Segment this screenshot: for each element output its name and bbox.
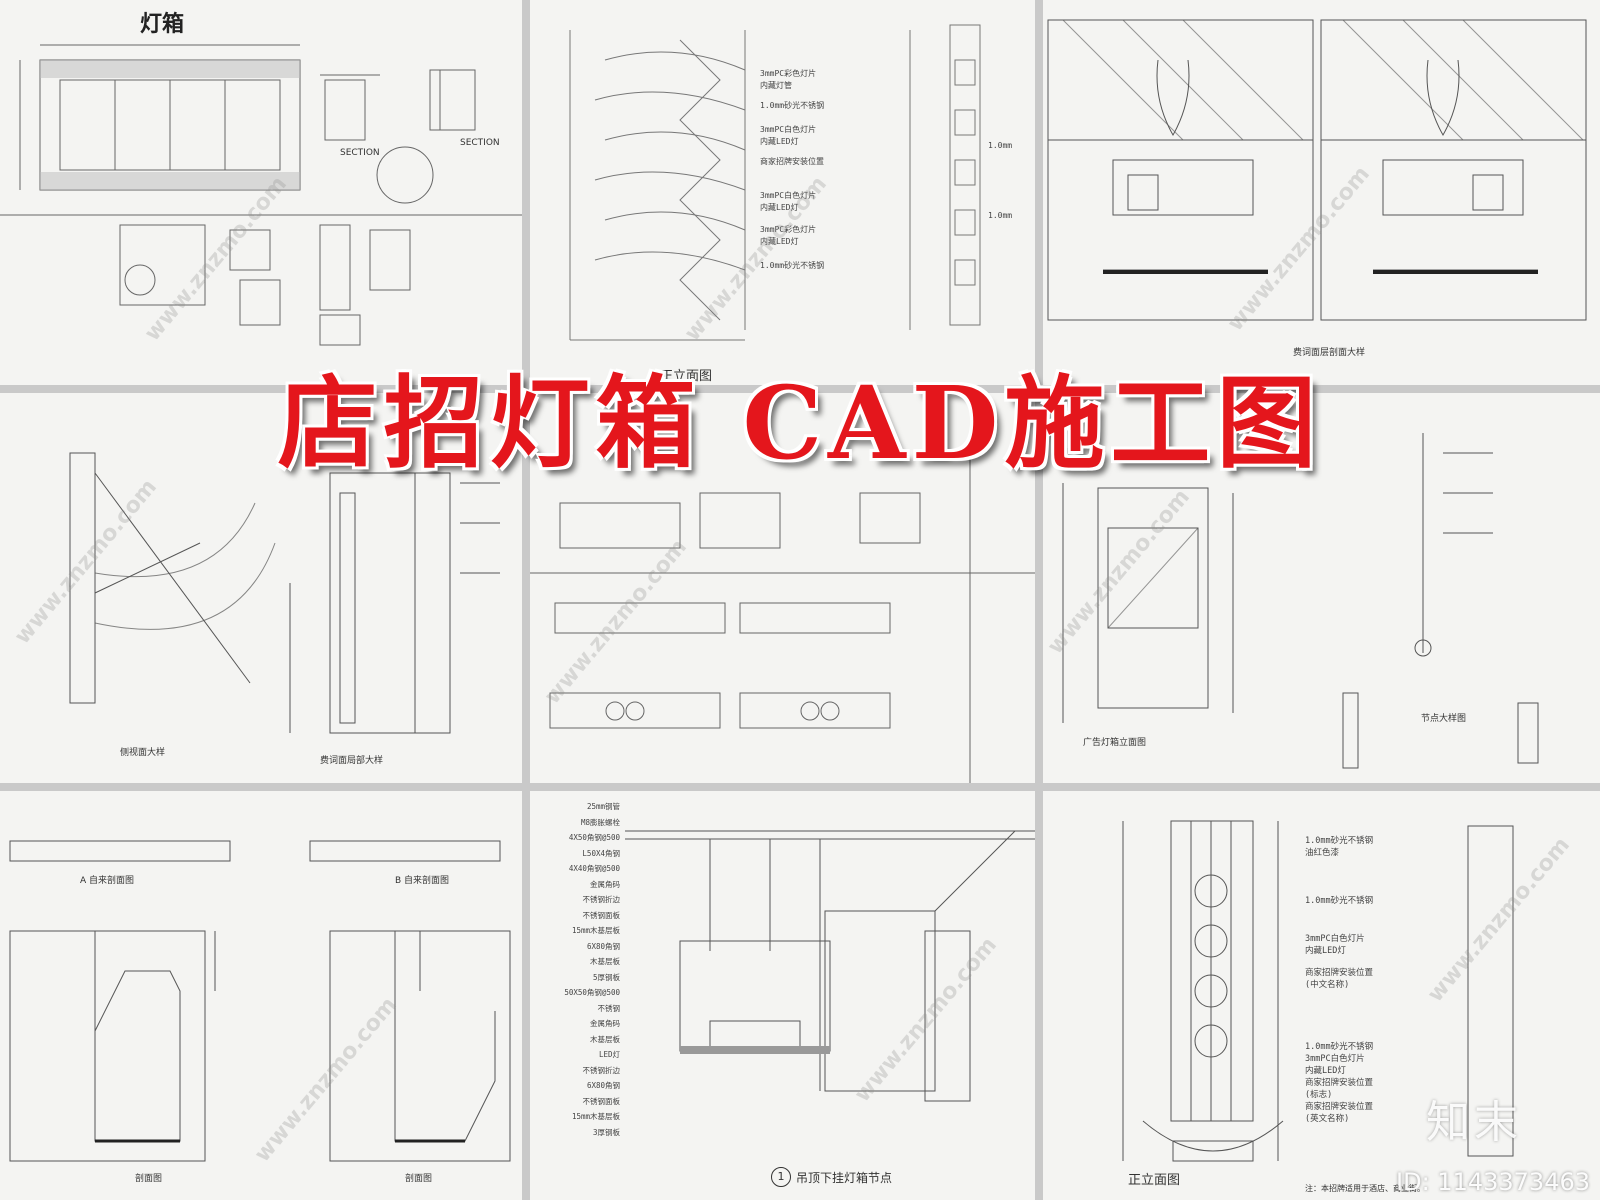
cad-drawing-sections-grid	[530, 443, 1035, 783]
drawing-caption: 费词面层剖面大样	[1293, 348, 1366, 358]
drawing-caption: 侧视面大样	[120, 748, 166, 758]
panel-advert-lightbox: 广告灯箱立面图 节点大样图 www.znzmo.com	[1043, 393, 1600, 783]
section-label: SECTION	[460, 138, 500, 148]
panel-lightbox-overview: 灯箱 SECTION SECTION www.znzmo.com	[0, 0, 522, 385]
cad-drawing-section	[1047, 19, 1587, 321]
panel-box-sections: A 自来剖面图 B 自来剖面图 剖面图 剖面图 www.znzmo.com	[0, 791, 522, 1200]
cad-drawing-box-sections	[9, 840, 511, 1162]
drawing-number: 1	[771, 1167, 791, 1187]
panel-signage-elevation: 1.0mm砂光不锈钢油红色漆 1.0mm砂光不锈钢 3mmPC白色灯片内藏LED…	[1043, 791, 1600, 1200]
annotation-list: 3mmPC彩色灯片内藏灯管 1.0mm砂光不锈钢 3mmPC白色灯片内藏LED灯…	[760, 69, 825, 270]
footnote: 注：本招牌适用于酒店、商业街。	[1305, 1184, 1425, 1193]
section-label: SECTION	[340, 148, 380, 158]
drawing-caption: 节点大样图	[1421, 714, 1467, 724]
cad-drawing-advert-elevation	[1062, 433, 1539, 769]
drawing-caption: 广告灯箱立面图	[1083, 738, 1147, 748]
panel-sign-sections: www.znzmo.com	[530, 393, 1035, 783]
banner-title: 店招灯箱 CAD施工图	[277, 364, 1323, 482]
drawing-caption: 吊顶下挂灯箱节点	[796, 1171, 893, 1185]
panel-side-view: 侧视面大样 费词面局部大样 www.znzmo.com	[0, 393, 522, 783]
drawing-caption: 剖面图	[405, 1174, 433, 1184]
cad-drawing-hanging-node	[625, 830, 1035, 1102]
cad-drawing-side-view	[69, 452, 500, 734]
drawing-caption: 剖面图	[135, 1174, 163, 1184]
drawing-caption: 费词面局部大样	[320, 756, 384, 766]
dimension-label: 1.0mm	[988, 141, 1013, 150]
drawing-caption: A 自来剖面图	[80, 876, 135, 886]
cad-drawing-elevation	[0, 44, 522, 346]
panel-front-elevation: 3mmPC彩色灯片内藏灯管 1.0mm砂光不锈钢 3mmPC白色灯片内藏LED灯…	[530, 0, 1035, 385]
panel-section-detail: 费词面层剖面大样 www.znzmo.com	[1043, 0, 1600, 385]
cad-drawing-decorative-strips	[569, 24, 981, 341]
drawing-caption: B 自来剖面图	[395, 876, 450, 886]
dimension-label: 1.0mm	[988, 211, 1013, 220]
drawing-caption: 正立面图	[660, 369, 713, 384]
annotation-list: 1.0mm砂光不锈钢油红色漆 1.0mm砂光不锈钢 3mmPC白色灯片内藏LED…	[1305, 836, 1374, 1124]
image-id-label: ID: 1143373463	[1396, 1168, 1590, 1196]
drawing-caption: 正立面图	[1128, 1173, 1181, 1188]
brand-logo: 知末	[1426, 1097, 1522, 1148]
panel-title: 灯箱	[140, 12, 185, 37]
cad-drawing-signage-elevation	[1122, 820, 1514, 1162]
